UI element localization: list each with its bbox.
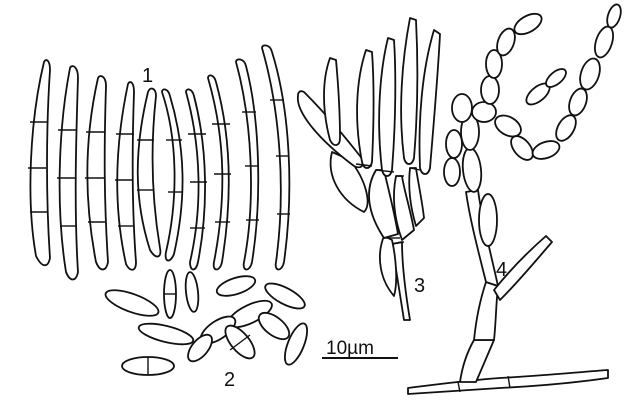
conidium [86, 75, 109, 271]
conidiophore-cell [379, 235, 398, 297]
conidium [378, 37, 397, 177]
conidium [400, 17, 419, 165]
basal-hypha [407, 369, 609, 395]
conidium [418, 29, 441, 175]
scale-bar-label: 10µm [326, 338, 374, 359]
panel-2-ramoconidia [104, 269, 308, 376]
chain-cell [494, 114, 522, 138]
ramoconidium [257, 311, 291, 341]
ramoconidium [184, 271, 200, 313]
chain-cell [513, 12, 543, 36]
chain-cell [531, 140, 561, 160]
chain-cell [606, 3, 622, 29]
panel-label-4: 4 [496, 259, 507, 281]
panel-1-conidia [28, 44, 291, 281]
conidiophore-cell [493, 235, 553, 301]
conidium [235, 58, 260, 271]
chain-cell [594, 25, 614, 59]
conidium [356, 49, 375, 169]
chain-cell [478, 193, 498, 247]
conidiophore-septa [355, 163, 421, 245]
chain-cell [579, 57, 601, 91]
conidium [116, 81, 137, 271]
ramoconidium [137, 322, 195, 346]
chain-cell [480, 75, 500, 105]
conidiophore-cell [408, 167, 425, 227]
panel-label-3: 3 [414, 275, 425, 297]
conidiophore-cell [393, 175, 415, 241]
conidia-septa [28, 99, 290, 229]
chain-cell [510, 135, 534, 161]
chain-cell [568, 87, 588, 117]
chain-cell [485, 49, 503, 79]
chain-cell [443, 157, 461, 187]
conidium [136, 87, 162, 258]
conidium [185, 88, 206, 271]
chain-cell [545, 68, 567, 88]
chain-cell [496, 27, 516, 57]
panel-4-conidiophore [407, 3, 622, 395]
chain-cell [461, 147, 483, 193]
chain-cell [471, 101, 497, 123]
chain-cell [555, 114, 577, 142]
chain-cell [445, 129, 463, 159]
ramoconidium [215, 275, 257, 297]
ramoconidium [284, 322, 308, 366]
chain-cell [451, 93, 473, 123]
panel-3-conidiophore [297, 17, 441, 321]
ramoconidium [187, 333, 213, 363]
ramoconidium [264, 282, 306, 310]
conidiophore-cell [368, 169, 399, 239]
conidium [261, 44, 291, 271]
conidium [29, 59, 51, 267]
conidium [161, 88, 184, 262]
panel-label-2: 2 [224, 369, 235, 391]
conidiophore-stipe [459, 339, 495, 383]
conidiophore-cell [329, 151, 369, 213]
conidium [207, 74, 230, 271]
scale-bar: 10µm [322, 338, 398, 359]
conidium [323, 57, 341, 146]
panel-label-1: 1 [142, 65, 153, 87]
conidium [58, 65, 79, 281]
ramoconidium [104, 289, 160, 317]
